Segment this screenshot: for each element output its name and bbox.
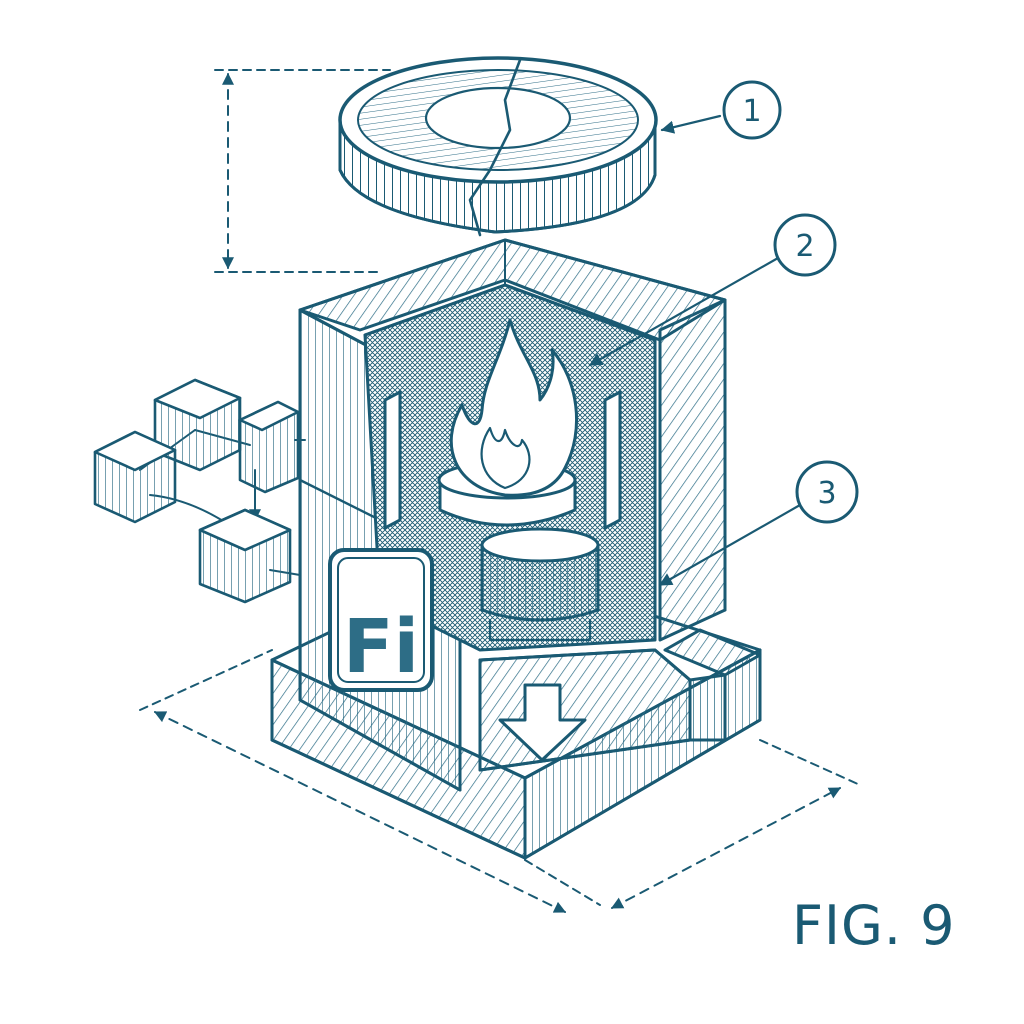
figure-label: FIG. 9 <box>792 894 956 957</box>
callout-1: 1 <box>660 80 782 140</box>
logo-text: Fi <box>343 604 419 690</box>
depth-dimension <box>610 739 861 909</box>
side-step-block <box>663 628 762 742</box>
callout-2: 2 <box>588 213 837 367</box>
network-cubes-icon <box>93 378 306 604</box>
callout-3: 3 <box>658 460 859 587</box>
height-dimension <box>214 69 391 273</box>
coin-icon <box>338 56 658 237</box>
fi-logo-plate: Fi <box>328 548 434 692</box>
callout-number: 1 <box>742 94 761 129</box>
width-dimension <box>139 649 601 913</box>
callout-number: 3 <box>817 476 836 511</box>
callout-number: 2 <box>795 229 814 264</box>
flame-icon <box>449 318 579 497</box>
